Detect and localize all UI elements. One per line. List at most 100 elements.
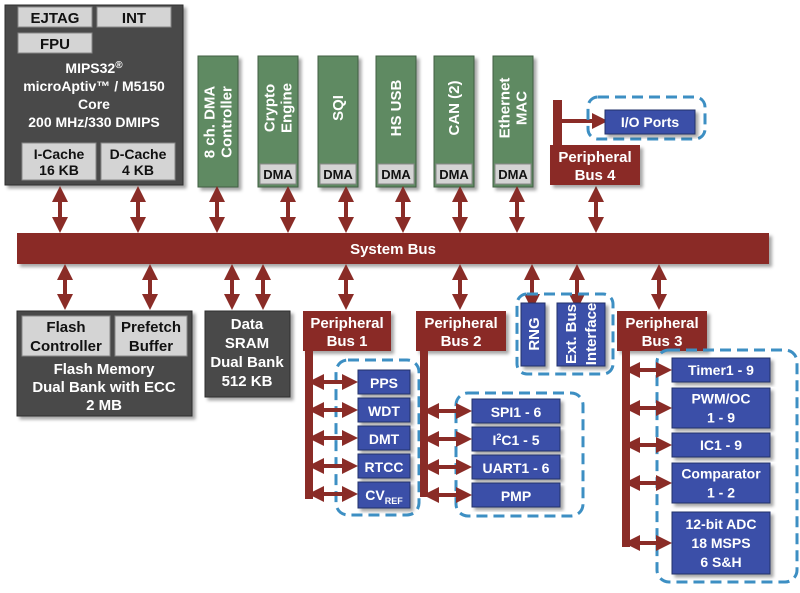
bus3-peripherals-group — [655, 348, 799, 584]
dma-master-sqi: SQI DMA — [317, 55, 359, 188]
bus3-peripheral — [671, 432, 771, 458]
dcache-block — [100, 142, 176, 181]
dma-master-label: CAN (2) — [446, 80, 463, 135]
flash-controller-label-1: Flash — [46, 319, 85, 336]
icache-block — [21, 142, 97, 181]
bus1-peripherals-group — [334, 358, 421, 517]
sram-line3: Dual Bank — [210, 354, 284, 371]
peripheral-bus-4: Peripheral Bus 4 — [550, 100, 640, 185]
int-label: INT — [122, 10, 146, 27]
bus3-peripheral-label: 1 - 9 — [707, 410, 735, 426]
bus2-peripheral — [471, 426, 561, 452]
ejtag-block — [17, 6, 93, 28]
sram-line1: Data — [231, 316, 264, 333]
cvref-label: CVREF — [365, 487, 403, 506]
bus3-peripheral — [671, 511, 771, 575]
io-ports-group — [586, 95, 707, 141]
dma-tag: DMA — [498, 167, 528, 182]
int-block — [96, 6, 172, 28]
flash-line2: Dual Bank with ECC — [32, 379, 176, 396]
rng-extbus-group — [515, 292, 615, 376]
bus1-peripheral-label: RTCC — [365, 459, 404, 475]
i2c-label: I2C1 - 5 — [492, 432, 539, 448]
bus1-label-line2: Bus 1 — [327, 333, 368, 350]
bus3-label-line1: Peripheral — [625, 315, 698, 332]
bus1-peripheral-pps — [357, 369, 411, 395]
dma-master-label: SQI — [330, 95, 347, 121]
dma-master-label: Crypto — [262, 84, 279, 132]
bus2-peripheral-label: PMP — [501, 488, 531, 504]
fpu-block — [17, 32, 93, 54]
bus2-peripheral — [471, 454, 561, 480]
ext-bus-interface-block: Ext. Bus Interface — [556, 302, 606, 367]
dcache-label: D-Cache — [110, 146, 167, 162]
bus1-label-line1: Peripheral — [310, 315, 383, 332]
dma-master-can-2: CAN (2) DMA — [433, 55, 475, 188]
bus3-peripheral-label: IC1 - 9 — [700, 437, 742, 453]
bus3-peripheral-label: 6 S&H — [700, 554, 741, 570]
dma-master-label: Controller — [219, 86, 236, 158]
bus2-label-line1: Peripheral — [424, 315, 497, 332]
bus1-peripheral-dmt — [357, 425, 411, 451]
flash-line1: Flash Memory — [54, 361, 156, 378]
bus3-peripheral-label: Comparator — [681, 466, 761, 482]
bus1-peripheral-cvref — [357, 481, 411, 509]
io-ports-label: I/O Ports — [621, 114, 680, 130]
dma-tag: DMA — [439, 167, 469, 182]
prefetch-buffer-block — [114, 315, 188, 357]
bus1-peripheral-label: PPS — [370, 375, 398, 391]
sram-line2: SRAM — [225, 335, 269, 352]
bus1-peripheral-label: WDT — [368, 403, 400, 419]
peripheral-bus-1: Peripheral Bus 1 — [303, 311, 391, 499]
bus3-peripheral-label: 1 - 2 — [707, 485, 735, 501]
bus4-label-line1: Peripheral — [558, 149, 631, 166]
flash-controller-block — [21, 315, 111, 357]
core-title-line4: 200 MHz/330 DMIPS — [28, 114, 160, 130]
flash-line3: 2 MB — [86, 397, 122, 414]
sram-line4: 512 KB — [222, 373, 273, 390]
ext-bus-label-1: Ext. Bus — [563, 304, 580, 364]
bus2-label-line2: Bus 2 — [441, 333, 482, 350]
dma-tag: DMA — [323, 167, 353, 182]
bus1-peripheral-rtcc — [357, 453, 411, 479]
bus3-peripheral-label: Timer1 - 9 — [688, 362, 754, 378]
dma-master-label: Ethernet — [497, 78, 514, 139]
peripheral-bus-2: Peripheral Bus 2 — [416, 311, 506, 497]
ejtag-label: EJTAG — [31, 10, 80, 27]
dma-tag: DMA — [263, 167, 293, 182]
system-bus — [17, 233, 769, 264]
bus4-label-line2: Bus 4 — [575, 167, 617, 184]
flash-memory-block: Flash Controller Prefetch Buffer Flash M… — [16, 310, 193, 417]
bus1-peripheral-wdt — [357, 397, 411, 423]
icache-label: I-Cache — [34, 146, 85, 162]
bus2-peripheral-label: UART1 - 6 — [483, 460, 550, 476]
rng-block: RNG — [520, 302, 546, 367]
bus3-peripheral — [671, 387, 771, 429]
data-sram-block: Data SRAM Dual Bank 512 KB — [204, 310, 291, 398]
dma-tag: DMA — [381, 167, 411, 182]
bus3-peripheral-label: PWM/OC — [691, 391, 750, 407]
core-title-line3: Core — [78, 96, 110, 112]
io-ports-block — [604, 109, 696, 135]
dma-master-label: Engine — [279, 83, 296, 133]
bus3-label-line2: Bus 3 — [642, 333, 683, 350]
core-title-line2: microAptiv™ / M5150 — [23, 78, 165, 94]
ext-bus-label-2: Interface — [583, 303, 600, 366]
cpu-core-block: EJTAG INT FPU MIPS32® microAptiv™ / M515… — [4, 4, 184, 186]
icache-size: 16 KB — [39, 162, 79, 178]
bus3-peripheral — [671, 357, 771, 383]
system-bus-label: System Bus — [350, 241, 436, 258]
flash-controller-label-2: Controller — [30, 338, 102, 355]
prefetch-label-2: Buffer — [129, 338, 173, 355]
bus2-peripheral — [471, 482, 561, 508]
fpu-label: FPU — [40, 36, 70, 53]
bus2-peripheral — [471, 398, 561, 424]
dma-master-label: 8 ch. DMA — [202, 86, 219, 159]
